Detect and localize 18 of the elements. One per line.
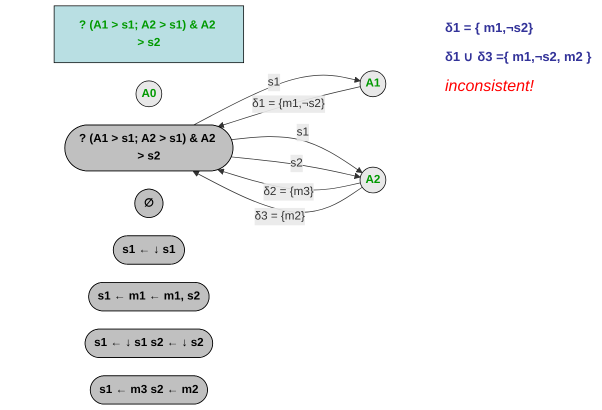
arrow	[231, 156, 361, 180]
edge-label: s1	[268, 76, 280, 88]
note-text: inconsistent!	[445, 78, 535, 96]
formula-text: δ1 ∪ δ3 ={ m1,¬s2, m2 }	[445, 49, 592, 64]
arrow	[231, 136, 363, 174]
edge-label: δ3 = {m2}	[254, 210, 305, 222]
edge-label: s1	[296, 126, 309, 138]
arrow	[218, 86, 361, 128]
edge-label: δ2 = {m3}	[263, 185, 314, 198]
node-box: ? (A1 > s1; A2 > s1) & A2 > s2	[54, 5, 244, 64]
arrow	[192, 170, 363, 213]
node-circle: A0	[136, 80, 162, 108]
formula-text: δ1 = { m1,¬s2}	[445, 20, 534, 35]
arrow	[192, 74, 361, 126]
edge-label: δ1 = {m1,¬s2}	[252, 98, 325, 110]
edge-label: s2	[290, 156, 303, 170]
node-circle: A1	[360, 70, 386, 98]
node-circle: A2	[360, 166, 386, 194]
